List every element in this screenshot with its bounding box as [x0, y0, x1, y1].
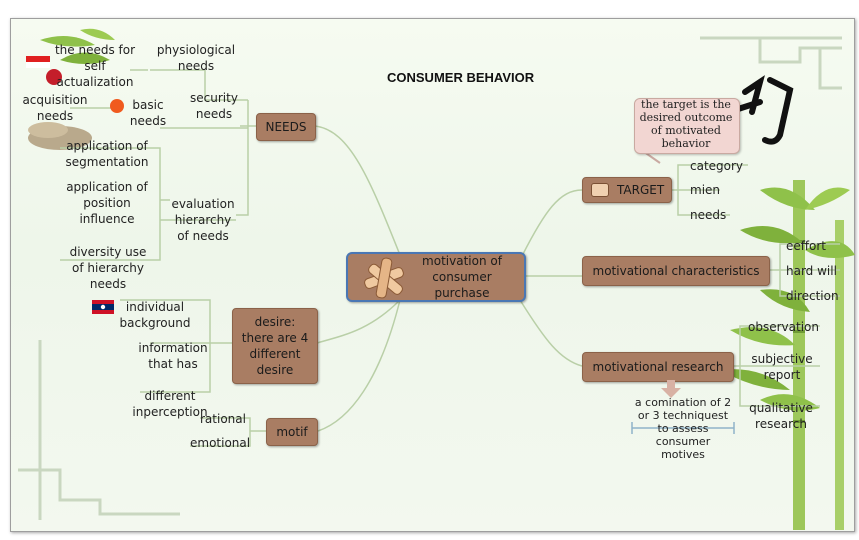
corner-frame-icon: [18, 36, 842, 520]
subjective-text: subjective report: [751, 352, 813, 382]
security-text: security needs: [190, 91, 238, 121]
callout-text: the target is the desired outcome of mot…: [639, 98, 733, 150]
down-arrow-icon: [661, 380, 681, 398]
stone-decoration: [28, 122, 92, 150]
target-node[interactable]: TARGET: [582, 177, 672, 203]
target-needs-text: needs: [690, 208, 727, 222]
emotional-text: emotional: [190, 436, 251, 450]
motif-label: motif: [276, 425, 308, 439]
acquisition-text: acquisition needs: [22, 93, 88, 123]
bamboo-leaves-icon: [40, 28, 115, 64]
characteristics-label: motivational characteristics: [592, 264, 760, 278]
desire-label: desire: there are 4 different desire: [241, 315, 309, 377]
needs-label: NEEDS: [265, 120, 307, 134]
information-text: information that has: [138, 341, 208, 371]
orange-dot-icon: [110, 99, 124, 113]
needs-node[interactable]: NEEDS: [256, 113, 316, 141]
desire-node[interactable]: desire: there are 4 different desire: [232, 308, 318, 384]
combination-text: a comination of 2 or 3 techniquest to as…: [634, 396, 732, 461]
different-text: different inperception: [132, 389, 208, 419]
target-callout: [634, 98, 740, 154]
red-flag-icon: [26, 56, 50, 68]
research-node[interactable]: motivational research: [582, 352, 734, 382]
center-node[interactable]: motivation of consumer purchase: [346, 252, 526, 302]
mien-text: mien: [690, 183, 721, 197]
research-label: motivational research: [592, 360, 724, 374]
direction-text: direction: [786, 289, 839, 303]
diversity-text: diversity use of hierarchy needs: [69, 245, 147, 291]
physiological-text: physiological needs: [156, 43, 236, 73]
segmentation-text: application of segmentation: [65, 139, 149, 169]
qualitative-text: qualitative research: [749, 401, 813, 431]
category-text: category: [690, 159, 744, 173]
characteristics-node[interactable]: motivational characteristics: [582, 256, 770, 286]
bracket-decoration: [631, 422, 735, 434]
target-label: TARGET: [617, 183, 665, 197]
page-title: CONSUMER BEHAVIOR: [387, 70, 535, 85]
red-circle-icon: [46, 69, 62, 85]
individual-text: individual background: [119, 300, 191, 330]
center-label: motivation of consumer purchase: [422, 254, 502, 300]
effort-text: eeffort: [786, 239, 827, 253]
basic-needs-text: basic needs: [129, 98, 167, 128]
thumb-icon: [591, 183, 609, 197]
hands-icon: [364, 257, 404, 299]
lao-flag-icon: [92, 300, 114, 314]
evaluation-text: evaluation hierarchy of needs: [171, 197, 235, 243]
observation-text: observation: [748, 320, 819, 334]
rational-text: rational: [200, 412, 246, 426]
hard-will-text: hard will: [786, 264, 837, 278]
position-text: application of position influence: [66, 180, 148, 226]
motif-node[interactable]: motif: [266, 418, 318, 446]
self-actualization-text: the needs for self actualization: [54, 43, 136, 89]
